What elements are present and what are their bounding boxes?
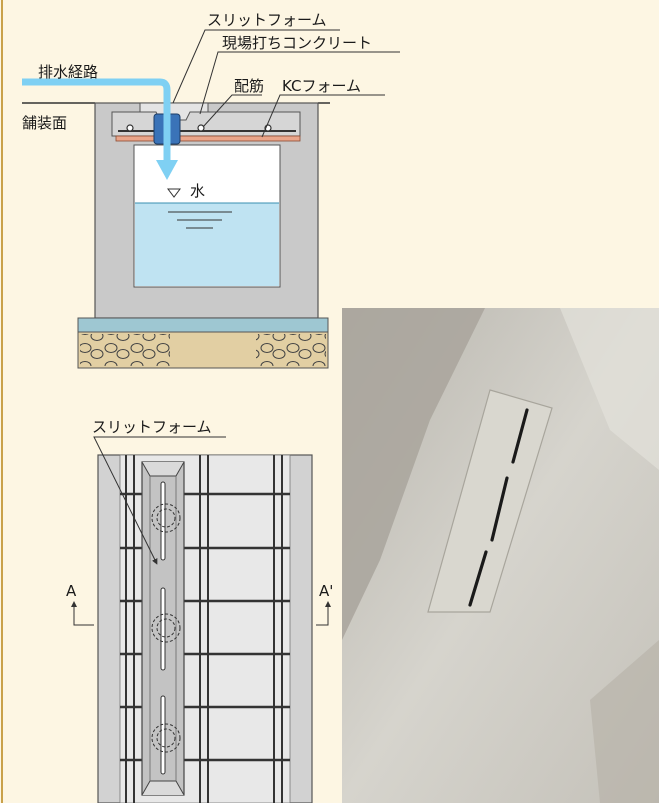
base-slab bbox=[77, 317, 329, 333]
leader-rebar bbox=[202, 94, 262, 128]
label-kc-form: KCフォーム bbox=[282, 77, 361, 95]
slit-form-end-bottom bbox=[141, 780, 185, 796]
site-photo bbox=[342, 308, 659, 803]
label-cast-concrete: 現場打ちコンクリート bbox=[222, 34, 372, 52]
plan-view: スリットフォーム A A' bbox=[66, 418, 333, 803]
slit-opening bbox=[160, 587, 166, 671]
slit-form-section bbox=[139, 102, 209, 121]
drain-arrow-head bbox=[156, 160, 178, 180]
photo-light-area bbox=[560, 308, 659, 470]
label-rebar: 配筋 bbox=[234, 77, 264, 95]
water-body bbox=[135, 203, 279, 286]
label-slit-form: スリットフォーム bbox=[207, 11, 327, 29]
section-marker-a bbox=[71, 601, 94, 626]
photo-shadow-area bbox=[590, 640, 659, 803]
rebar-dot bbox=[197, 124, 205, 132]
gravel-stones-left bbox=[80, 334, 170, 366]
label-drain-path: 排水経路 bbox=[38, 63, 98, 81]
label-section-a: A bbox=[66, 582, 77, 600]
leader-cast-concrete bbox=[199, 51, 400, 115]
gravel-stones-right bbox=[256, 334, 326, 366]
label-plan-slit-form: スリットフォーム bbox=[92, 418, 212, 436]
photo-asphalt-edge bbox=[342, 308, 485, 640]
label-water: 水 bbox=[190, 182, 205, 200]
section-marker-a-prime bbox=[316, 601, 331, 626]
label-pavement: 舗装面 bbox=[22, 114, 67, 132]
section-view: スリットフォーム 現場打ちコンクリート 排水経路 配筋 KCフォーム 舗装面 水 bbox=[22, 11, 400, 369]
funnel-circles bbox=[151, 503, 181, 753]
leader-kc-form bbox=[261, 94, 385, 138]
rebar-dot bbox=[126, 124, 134, 132]
photo-slit-form-strip bbox=[427, 389, 553, 613]
label-section-a-prime: A' bbox=[319, 582, 333, 600]
photo-slits bbox=[468, 408, 529, 607]
kc-form-plate bbox=[115, 135, 301, 142]
slit-opening bbox=[160, 481, 166, 561]
leader-plan-slit-form bbox=[93, 436, 226, 565]
drain-path-arrow bbox=[22, 78, 171, 162]
leader-slit-form bbox=[172, 29, 340, 104]
water-level-symbol bbox=[167, 188, 181, 198]
slit-opening bbox=[160, 695, 166, 775]
slit-form-end-top bbox=[141, 461, 185, 477]
